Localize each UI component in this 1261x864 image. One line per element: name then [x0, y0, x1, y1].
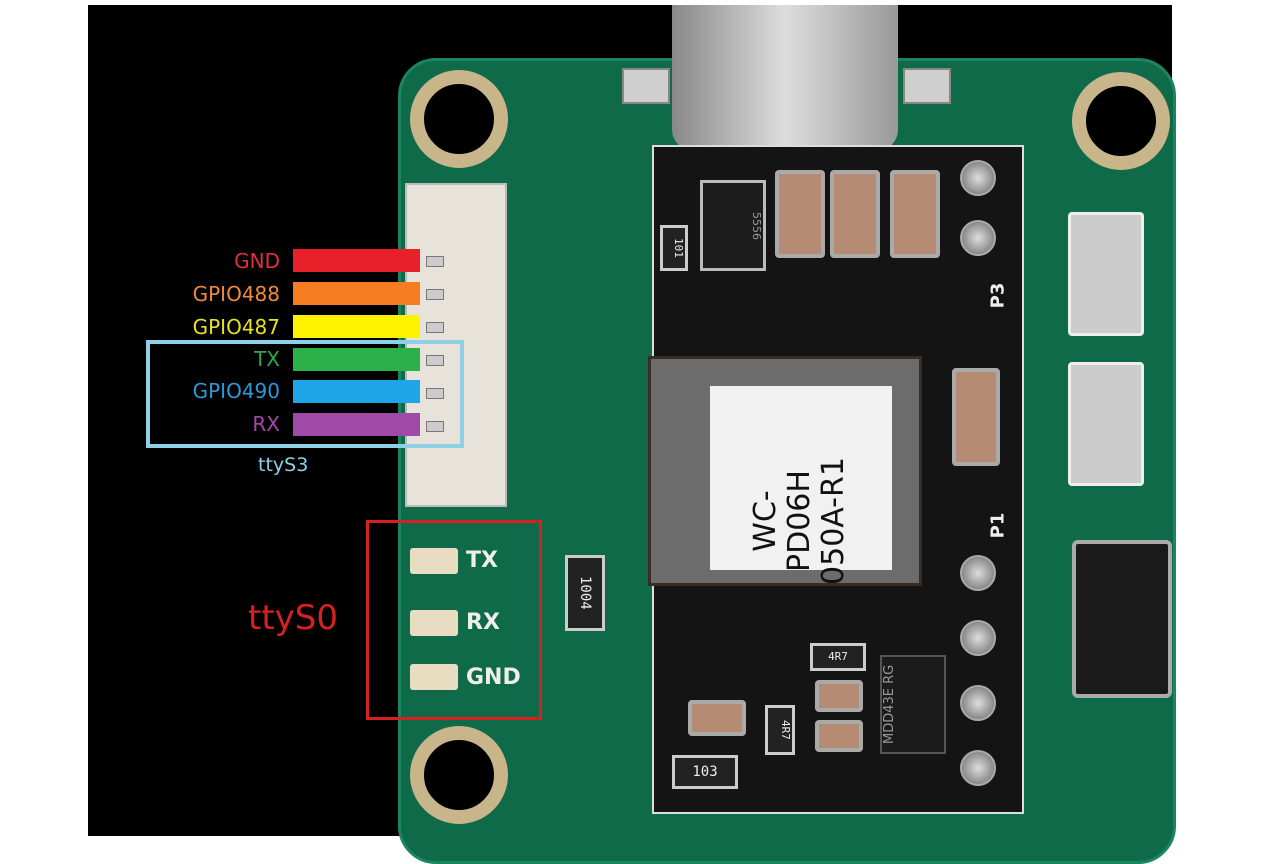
pin-label-gnd: GND	[234, 249, 280, 273]
inductor-line: PD06H	[782, 470, 817, 572]
pin-bar-gpio487	[293, 315, 420, 338]
ttys0-label: ttyS0	[248, 598, 338, 638]
inductor-text: WC- PD06H 050A-R1	[748, 411, 851, 631]
pin-label-tx: TX	[254, 347, 280, 371]
header-pin	[426, 289, 444, 300]
pad-gnd	[410, 664, 458, 690]
pin-label-gpio488: GPIO488	[192, 282, 280, 306]
cap-101: 101	[660, 225, 688, 271]
mount-hole	[410, 70, 508, 168]
ttys3-label: ttyS3	[258, 454, 309, 476]
resistor-1004: 1004	[565, 555, 605, 631]
resistor-103: 103	[672, 755, 738, 789]
mount-hole	[410, 726, 508, 824]
screw-terminal	[960, 750, 996, 786]
pad-rx	[410, 610, 458, 636]
label-p3: P3	[987, 282, 1009, 309]
mount-hole	[1072, 72, 1170, 170]
usb-c-connector	[672, 5, 898, 150]
usb-tab	[622, 68, 670, 104]
silk-rx: RX	[466, 610, 500, 635]
inductor-line: WC-	[748, 490, 783, 552]
screw-terminal	[960, 620, 996, 656]
diode-mdd43e: MDD43E RG	[880, 655, 946, 754]
pin-bar-rx	[293, 413, 420, 436]
pin-bar-gnd	[293, 249, 420, 272]
capacitor	[688, 700, 746, 736]
pin-header-connector	[405, 183, 507, 507]
screw-terminal	[960, 685, 996, 721]
tactile-button	[1068, 212, 1144, 336]
header-pin	[426, 322, 444, 333]
header-pin	[426, 256, 444, 267]
resistor-4r7: 4R7	[810, 643, 866, 671]
capacitor	[830, 170, 880, 258]
capacitor	[890, 170, 940, 258]
silk-gnd: GND	[466, 665, 521, 690]
header-pin	[426, 388, 444, 399]
tactile-button	[1068, 362, 1144, 486]
pin-bar-gpio490	[293, 380, 420, 403]
capacitor	[952, 368, 1000, 466]
inductor-label	[710, 386, 892, 570]
ic-5556: 5556	[700, 180, 766, 271]
ttys3-box	[146, 340, 464, 448]
pin-bar-tx	[293, 348, 420, 371]
ttys0-box	[366, 520, 542, 720]
pin-label-gpio487: GPIO487	[192, 315, 280, 339]
header-pin	[426, 355, 444, 366]
usb-tab	[903, 68, 951, 104]
screw-terminal	[960, 555, 996, 591]
diode-large	[1072, 540, 1172, 698]
diode-label: MDD43E	[882, 688, 897, 745]
silk-tx: TX	[466, 548, 498, 573]
capacitor	[775, 170, 825, 258]
pin-label-rx: RX	[252, 412, 280, 436]
capacitor	[815, 720, 863, 752]
capacitor	[815, 680, 863, 712]
diode-sub-label: RG	[882, 664, 897, 684]
pin-label-gpio490: GPIO490	[192, 379, 280, 403]
header-pin	[426, 421, 444, 432]
pad-tx	[410, 548, 458, 574]
pin-bar-gpio488	[293, 282, 420, 305]
screw-terminal	[960, 220, 996, 256]
screw-terminal	[960, 160, 996, 196]
inductor-line: 050A-R1	[816, 457, 851, 585]
label-p1: P1	[987, 512, 1009, 539]
resistor-4r7: 4R7	[765, 705, 795, 755]
